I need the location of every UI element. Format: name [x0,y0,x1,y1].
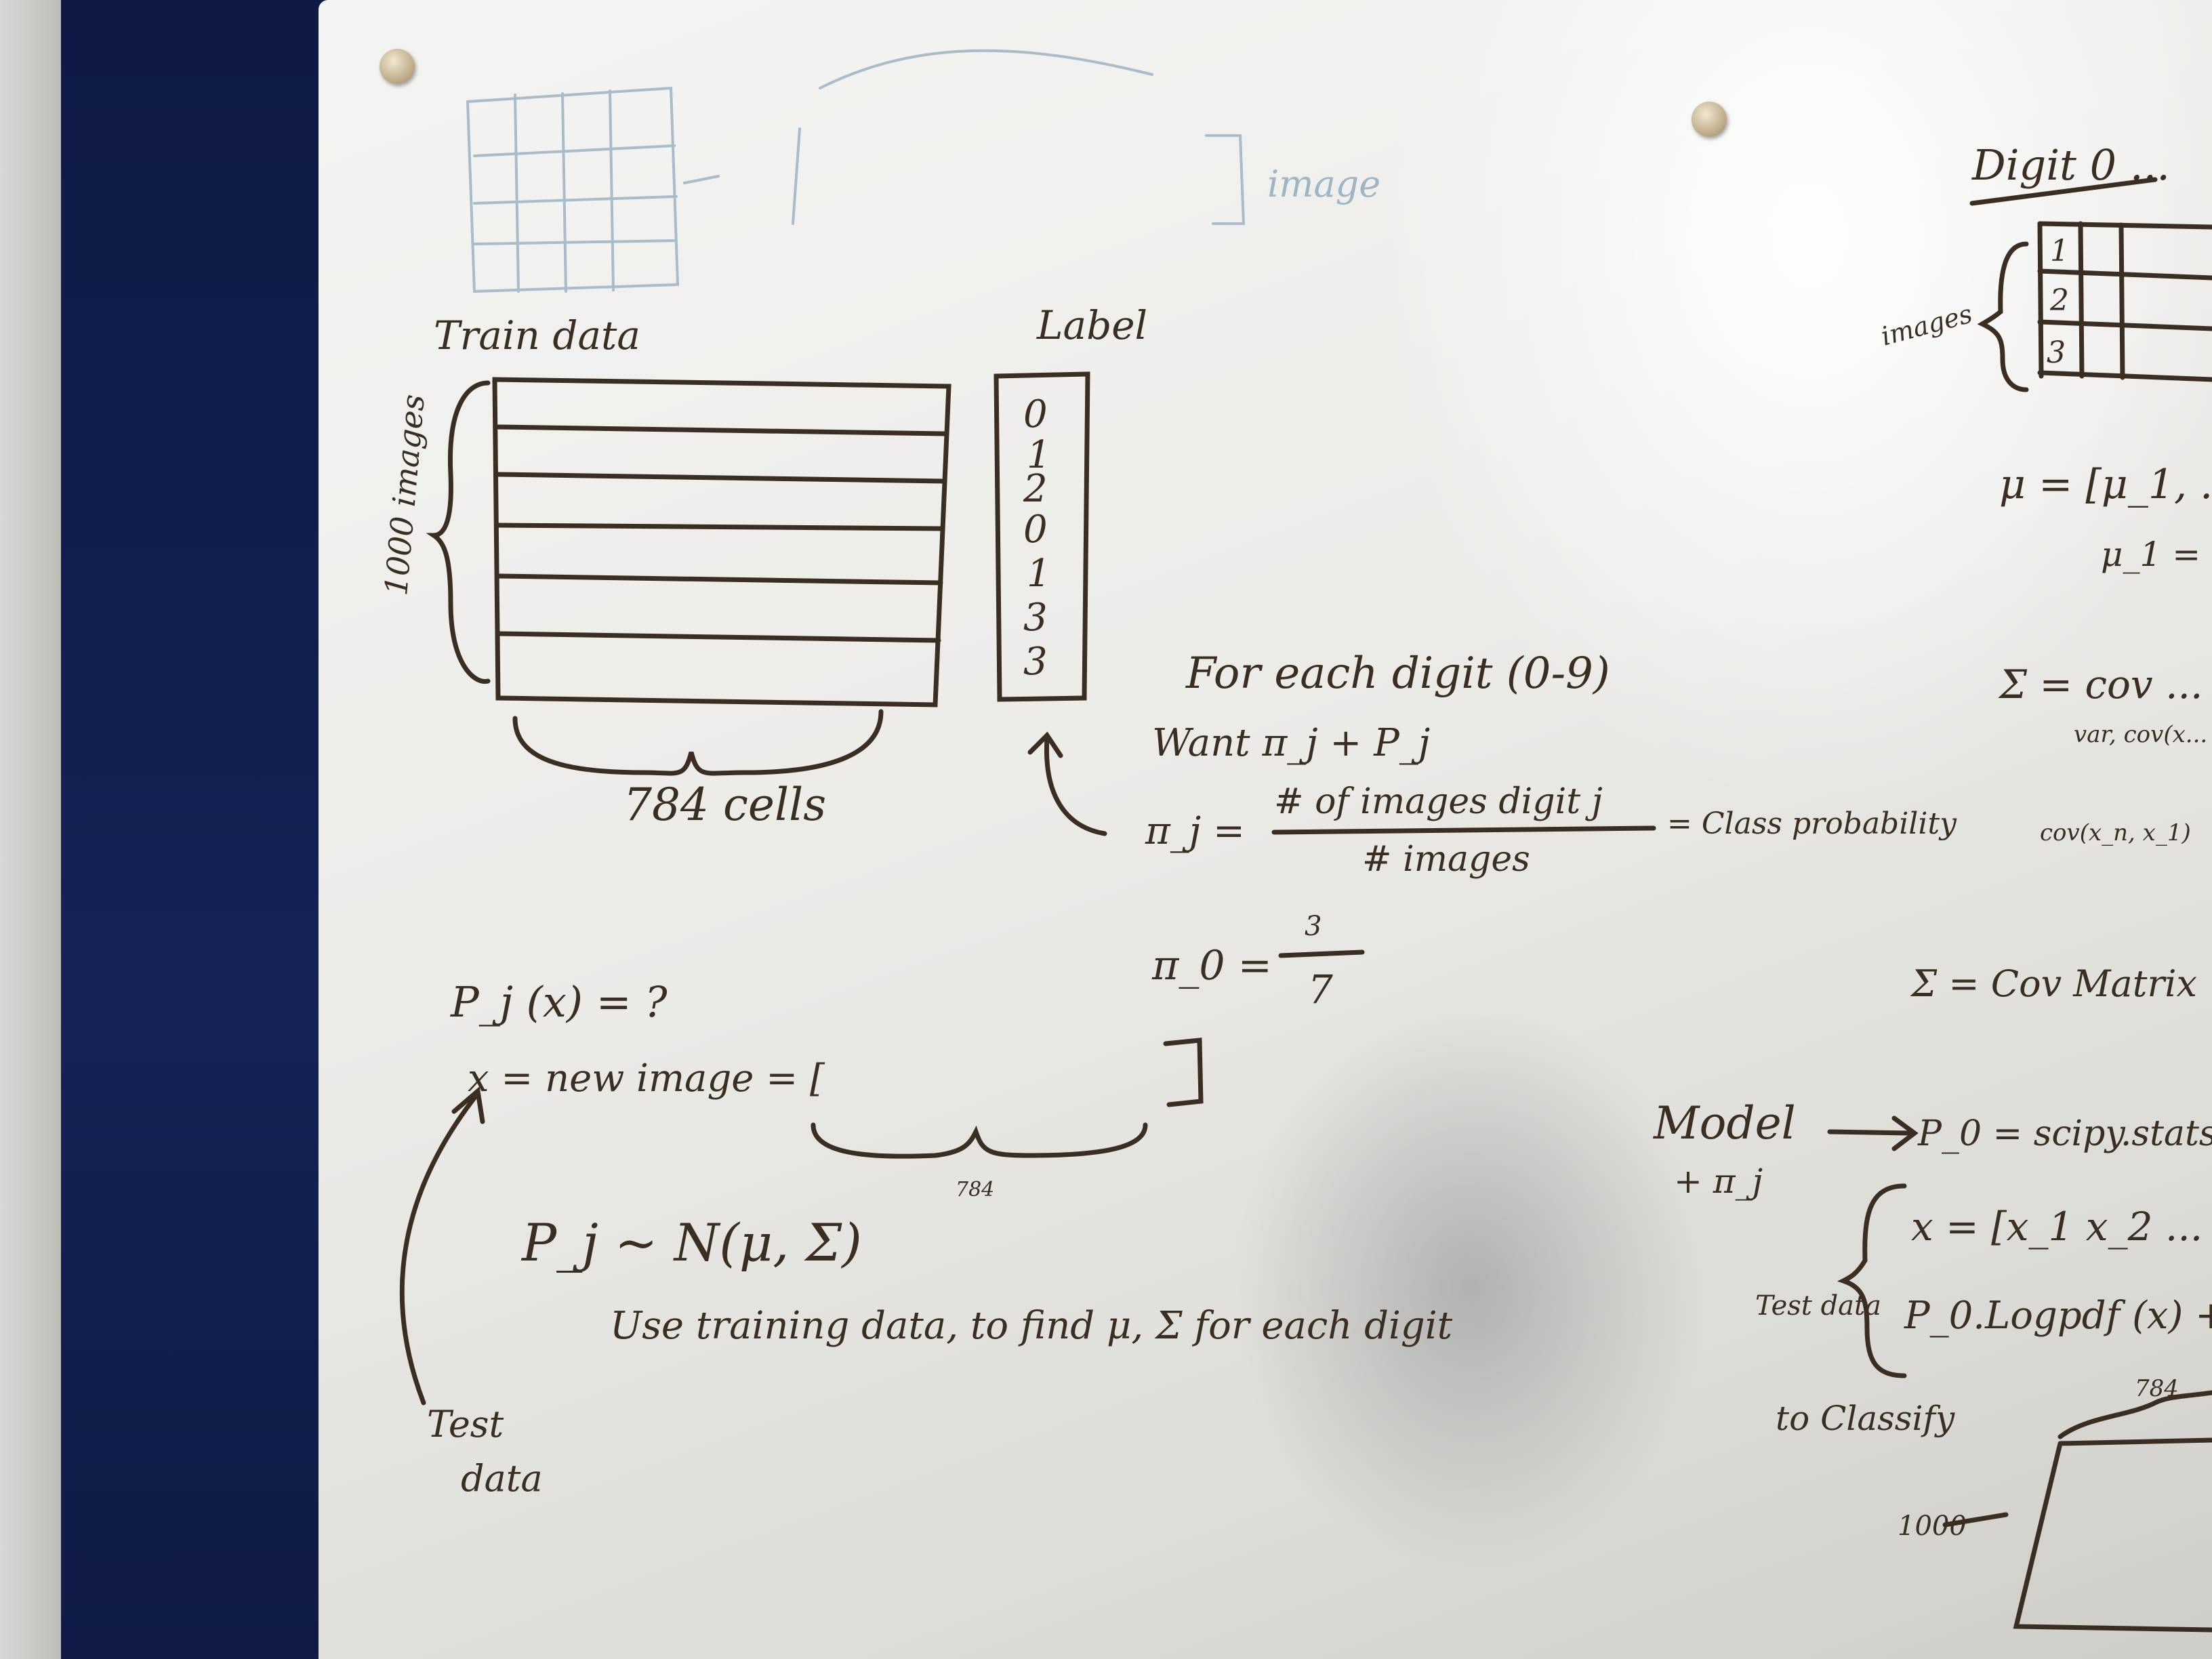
label-column [994,371,1090,702]
model-label: Model [1653,1097,1796,1149]
train-data-title: Train data [434,312,640,359]
brace-784 [811,1122,1148,1159]
pi-numerator: # of images digit j [1274,781,1603,822]
faint-erased-sketch [466,49,1246,293]
label-value-5: 3 [1023,596,1048,640]
want-pi-p: Want π_j + P_j [1152,721,1430,765]
pi-lhs: π_j = [1145,809,1245,853]
label-value-6: 3 [1023,640,1048,684]
arrow-1000 [1942,1512,2009,1528]
image-row-1: 1 [2050,234,2069,268]
mu-1: μ_1 = [2101,535,2200,574]
image-row-2: 2 [2049,283,2069,318]
label-value-0: 0 [1023,392,1048,436]
magnet-left [380,49,415,84]
use-training-data: Use training data, to find μ, Σ for each… [610,1304,1453,1348]
pi-fraction-bar [1271,825,1656,835]
pi0-num: 3 [1305,911,1322,942]
arrow-from-test [399,1086,485,1406]
digit-header-underline [1969,177,2158,206]
label-value-4: 1 [1027,552,1051,596]
x-close-bracket [1163,1038,1204,1107]
rows-brace-label: 1000 images [377,393,432,597]
count-784: 784 [2135,1375,2179,1402]
test-data-label-1: Test [427,1403,504,1446]
model-arrow [1827,1115,1919,1151]
test-data-brace [1837,1183,1907,1378]
x-vector: x = [x_1 x_2 ... [1911,1204,2203,1250]
label-value-3: 0 [1023,508,1048,552]
count-1000: 1000 [1898,1511,1967,1542]
right-test-data: Test data [1755,1290,1881,1322]
to-classify: to Classify [1776,1399,1955,1438]
cols-brace-label: 784 cells [623,779,826,831]
model-rhs: P_0 = scipy.stats.m... [1917,1113,2212,1154]
width-label-784: 784 [956,1178,994,1202]
magnet-right [1692,102,1727,137]
faint-image-text: image [1267,163,1380,205]
label-value-1: 1 [1027,433,1051,477]
pi0-den: 7 [1308,966,1333,1012]
test-data-label-2: data [461,1457,543,1500]
digit-header: Digit 0 ... [1971,140,2170,190]
sigma-cov-matrix: Σ = Cov Matrix [1910,962,2197,1005]
pi-denominator: # images [1362,839,1530,880]
right-images-table [1977,221,2212,392]
whiteboard-surface [319,0,2212,1659]
train-data-table [426,377,951,776]
images-label: images [1878,299,1975,352]
cov-line: var, cov(x... [2074,721,2207,748]
arrow-to-labels [1027,731,1107,836]
logpdf-line: P_0.Logpdf (x) + [1904,1294,2212,1338]
whiteboard-text: Train data 1000 images 784 cells Label 0… [377,140,2212,1542]
pj-distribution: P_j ~ N(μ, Σ) [520,1212,862,1273]
image-row-3: 3 [2047,335,2066,370]
pi0-lhs: π_0 = [1151,942,1272,989]
bottom-right-table [2013,1437,2212,1633]
brace-784-right [2057,1390,2212,1439]
pj-question: P_j (x) = ? [450,977,668,1027]
model-plus-pi: + π_j [1674,1162,1763,1201]
pi0-fraction-bar [1278,949,1365,958]
pi-rhs: = Class probability [1667,806,1957,841]
x-definition: x = new image = [ [468,1057,825,1101]
label-value-2: 2 [1023,467,1048,511]
cov-row: cov(x_n, x_1) [2040,819,2191,846]
label-title: Label [1036,302,1147,348]
mu-definition: μ = [μ_1, ... [1999,461,2212,508]
sigma-cov: Σ = cov ... [1998,661,2203,708]
for-each-digit: For each digit (0-9) [1185,649,1610,699]
wall [0,0,61,1659]
